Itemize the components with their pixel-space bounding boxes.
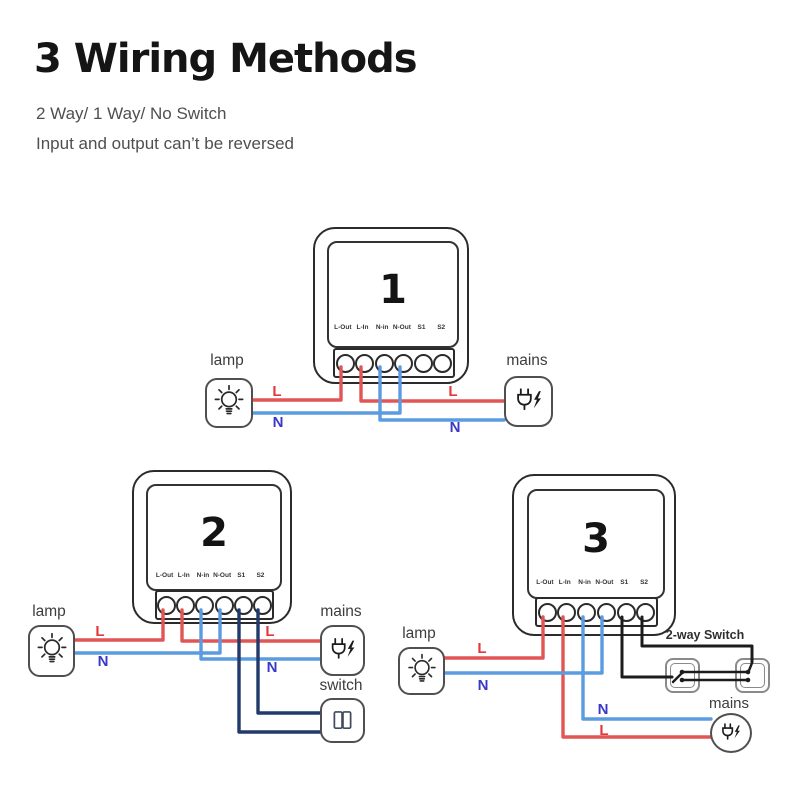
terminal — [616, 602, 636, 622]
lamp-label: lamp — [210, 352, 244, 369]
terminal-strip — [535, 597, 658, 627]
terminal-label: S2 — [640, 579, 649, 586]
switch-label: switch — [319, 677, 363, 694]
terminal-label: L-In — [177, 572, 190, 579]
lamp-device — [28, 625, 75, 677]
terminal — [433, 353, 453, 373]
terminal-label: N-Out — [213, 572, 232, 579]
subtitle-note: Input and output can’t be reversed — [36, 134, 295, 153]
terminal-labels-row: L-Out L-In N-in N-Out S1 S2 — [155, 572, 270, 579]
terminal — [195, 595, 215, 615]
switch-module-3: 3 L-Out L-In N-in N-Out S1 S2 — [512, 474, 676, 636]
lamp-label: lamp — [32, 603, 66, 620]
terminal-label: L-Out — [155, 572, 174, 579]
wire-label-n: N — [449, 419, 461, 436]
light-bulb-icon — [36, 632, 66, 663]
light-bulb-icon — [407, 653, 436, 682]
wire-label-l: L — [477, 640, 487, 657]
terminal-label: L-In — [558, 579, 571, 586]
terminal-label: S2 — [437, 324, 446, 331]
terminal — [577, 602, 597, 622]
terminal-label: N-Out — [595, 579, 614, 586]
rocker-switch-icon — [333, 711, 352, 730]
terminal — [214, 595, 234, 615]
mains-label: mains — [320, 603, 362, 620]
wall-switch-icon — [740, 663, 765, 688]
lamp-label: lamp — [402, 625, 436, 642]
module-number: 2 — [200, 509, 228, 556]
terminal-label: L-Out — [334, 324, 352, 331]
wire-label-n: N — [597, 701, 609, 718]
terminal — [176, 595, 196, 615]
terminal-label: S1 — [237, 572, 246, 579]
terminal-label: N-in — [196, 572, 210, 579]
power-plug-lightning-icon — [516, 387, 541, 410]
terminal — [157, 595, 177, 615]
terminal-label: N-Out — [392, 324, 411, 331]
terminal-label: N-in — [375, 324, 389, 331]
wire-label-n: N — [97, 653, 109, 670]
two-way-switch-right — [735, 658, 770, 693]
wire-label-l: L — [265, 623, 275, 640]
terminal — [335, 353, 355, 373]
terminal — [557, 602, 577, 622]
terminal — [394, 353, 414, 373]
terminal — [636, 602, 656, 622]
mains-device — [504, 376, 553, 427]
switch-module-1: 1 L-Out L-In N-in N-Out S1 S2 — [313, 227, 469, 384]
power-plug-lightning-icon — [722, 722, 740, 740]
wire-label-l: L — [95, 623, 105, 640]
terminal — [374, 353, 394, 373]
page-title: 3 Wiring Methods — [34, 36, 418, 82]
terminal — [233, 595, 253, 615]
two-way-switch-label: 2-way Switch — [665, 628, 745, 642]
lamp-device — [398, 647, 445, 695]
terminal-label: S1 — [620, 579, 629, 586]
wire-label-n: N — [266, 659, 278, 676]
terminal-labels-row: L-Out L-In N-in N-Out S1 S2 — [535, 579, 654, 586]
terminal-labels-row: L-Out L-In N-in N-Out S1 S2 — [333, 324, 451, 331]
wire-label-n: N — [477, 677, 489, 694]
terminal-label: L-In — [356, 324, 369, 331]
terminal-label: S2 — [256, 572, 265, 579]
wire-label-l: L — [448, 383, 458, 400]
terminal — [413, 353, 433, 373]
mains-device — [320, 625, 365, 676]
terminal-strip — [155, 590, 274, 620]
wire-label-l: L — [272, 383, 282, 400]
terminal — [537, 602, 557, 622]
mains-label: mains — [708, 695, 749, 712]
module-panel: 1 — [327, 241, 459, 348]
terminal — [596, 602, 616, 622]
power-plug-lightning-icon — [331, 637, 354, 659]
terminal — [355, 353, 375, 373]
wire-label-n: N — [272, 414, 284, 431]
mains-device — [710, 713, 752, 753]
two-way-switch-left — [665, 658, 700, 693]
terminal-label: L-Out — [536, 579, 554, 586]
terminal-label: S1 — [417, 324, 426, 331]
mains-label: mains — [506, 352, 548, 369]
light-bulb-icon — [214, 384, 244, 415]
module-number: 3 — [582, 516, 610, 562]
switch-module-2: 2 L-Out L-In N-in N-Out S1 S2 — [132, 470, 292, 624]
module-number: 1 — [379, 266, 407, 313]
switch-device — [320, 698, 365, 743]
terminal — [252, 595, 272, 615]
subtitle-ways: 2 Way/ 1 Way/ No Switch — [36, 104, 227, 123]
lamp-device — [205, 378, 253, 428]
terminal-label: N-in — [578, 579, 591, 586]
terminal-strip — [333, 348, 455, 378]
wall-switch-icon — [670, 663, 695, 688]
wire-label-l: L — [599, 722, 609, 739]
